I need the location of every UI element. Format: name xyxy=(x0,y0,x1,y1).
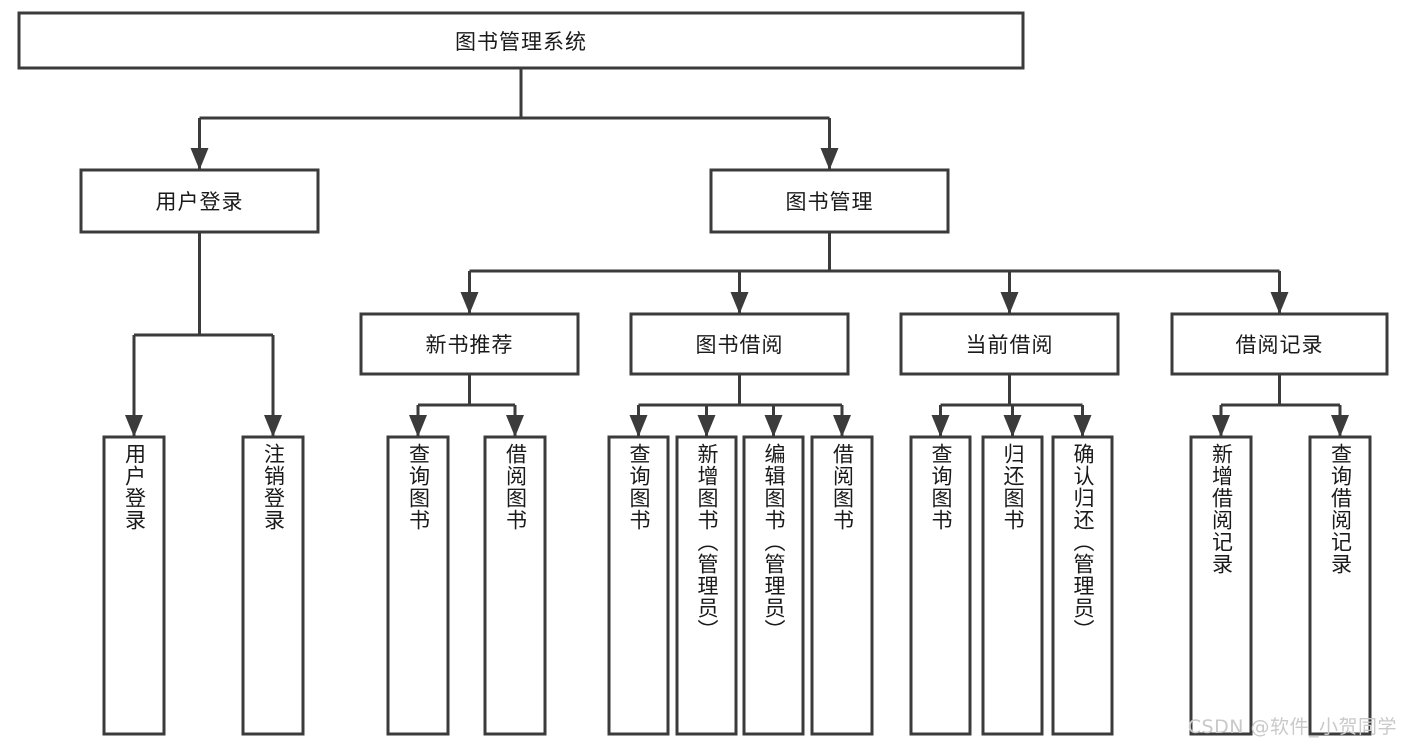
arrow-head-icon xyxy=(506,415,524,437)
node-box-book-manage[interactable] xyxy=(709,168,950,234)
arrow-head-icon xyxy=(697,415,716,437)
arrow-head-icon xyxy=(1270,292,1289,314)
arrow-head-icon xyxy=(820,148,839,170)
node-box-leaf-add-record[interactable] xyxy=(1189,435,1253,736)
node-box-leaf-user-logout[interactable] xyxy=(241,435,305,736)
node-box-new-book-rec[interactable] xyxy=(359,312,580,376)
arrow-head-icon xyxy=(764,415,783,437)
node-box-leaf-borrow-book-rec[interactable] xyxy=(483,435,547,736)
arrow-head-icon xyxy=(730,292,749,314)
arrow-head-icon xyxy=(1212,415,1230,437)
arrow-head-icon xyxy=(1331,415,1349,437)
arrow-head-icon xyxy=(190,148,209,170)
boxes-layer xyxy=(17,11,1389,736)
node-box-current-borrow[interactable] xyxy=(899,312,1120,376)
node-box-leaf-return-book[interactable] xyxy=(981,435,1044,736)
arrow-head-icon xyxy=(460,292,479,314)
arrow-head-icon xyxy=(1003,415,1022,437)
node-box-leaf-query-book-cur[interactable] xyxy=(909,435,972,736)
arrow-head-icon xyxy=(833,415,851,437)
arrow-head-icon xyxy=(1073,415,1092,437)
node-box-borrow-record[interactable] xyxy=(1170,312,1389,376)
node-box-leaf-confirm-return[interactable] xyxy=(1051,435,1114,736)
node-box-root[interactable] xyxy=(17,11,1025,70)
arrow-head-icon xyxy=(629,415,648,437)
node-box-leaf-query-book-bor[interactable] xyxy=(607,435,670,736)
edges-layer xyxy=(125,68,1349,437)
node-box-leaf-query-book-rec[interactable] xyxy=(386,435,450,736)
arrow-head-icon xyxy=(1000,292,1019,314)
node-box-leaf-borrow-book[interactable] xyxy=(810,435,874,736)
arrow-head-icon xyxy=(931,415,950,437)
node-box-book-borrow[interactable] xyxy=(629,312,850,376)
arrow-head-icon xyxy=(264,415,282,437)
node-box-leaf-user-login[interactable] xyxy=(102,435,166,736)
arrow-head-icon xyxy=(409,415,427,437)
node-box-leaf-edit-book[interactable] xyxy=(742,435,805,736)
node-box-user-login[interactable] xyxy=(79,168,320,234)
node-box-leaf-add-book[interactable] xyxy=(675,435,738,736)
arrow-head-icon xyxy=(125,415,143,437)
node-box-leaf-query-record[interactable] xyxy=(1308,435,1372,736)
